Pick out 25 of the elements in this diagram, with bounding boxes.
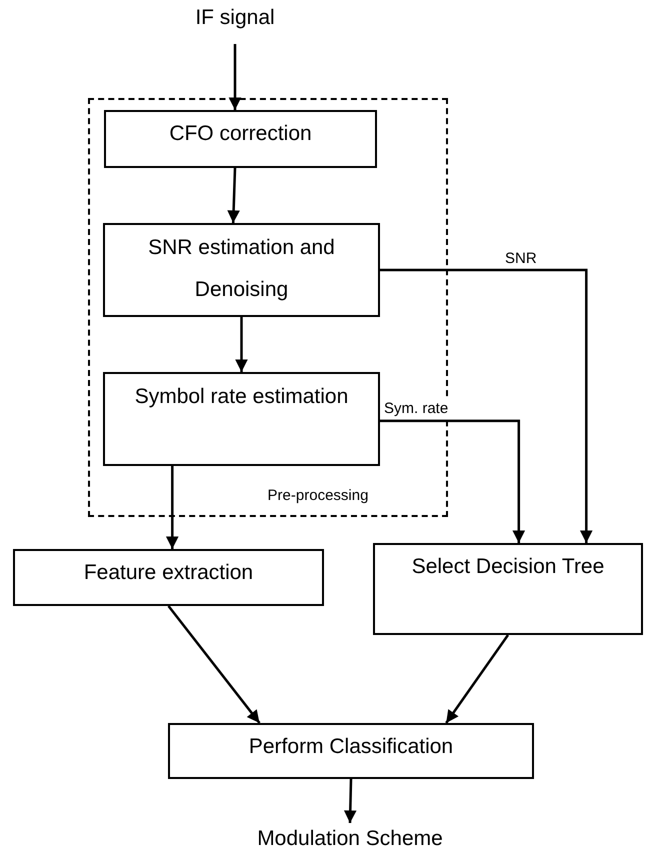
- arrow: [166, 466, 179, 550]
- box-label: CFO correction: [169, 121, 312, 147]
- box-label: SNR estimation and Denoising: [147, 235, 336, 303]
- arrow: [227, 168, 240, 224]
- arrow: [380, 268, 593, 544]
- process-box: [104, 110, 377, 168]
- box-label: Feature extraction: [84, 560, 254, 586]
- input-label: IF signal: [195, 5, 275, 31]
- box-label: Perform Classification: [248, 734, 454, 760]
- edge-label: Sym. rate: [383, 400, 450, 417]
- process-box: [373, 543, 643, 635]
- arrow: [228, 44, 242, 110]
- arrow: [380, 420, 526, 544]
- box-label: Symbol rate estimation: [134, 384, 348, 410]
- process-box: [103, 223, 380, 317]
- arrow: [235, 317, 248, 372]
- output-label: Modulation Scheme: [257, 826, 443, 852]
- arrow: [168, 605, 260, 724]
- process-box: [103, 372, 380, 466]
- process-box: [13, 549, 324, 606]
- process-box: [168, 723, 534, 779]
- arrow: [445, 634, 510, 724]
- group-label: Pre-processing: [268, 487, 368, 505]
- box-label: Select Decision Tree: [412, 554, 604, 580]
- arrow: [344, 778, 357, 824]
